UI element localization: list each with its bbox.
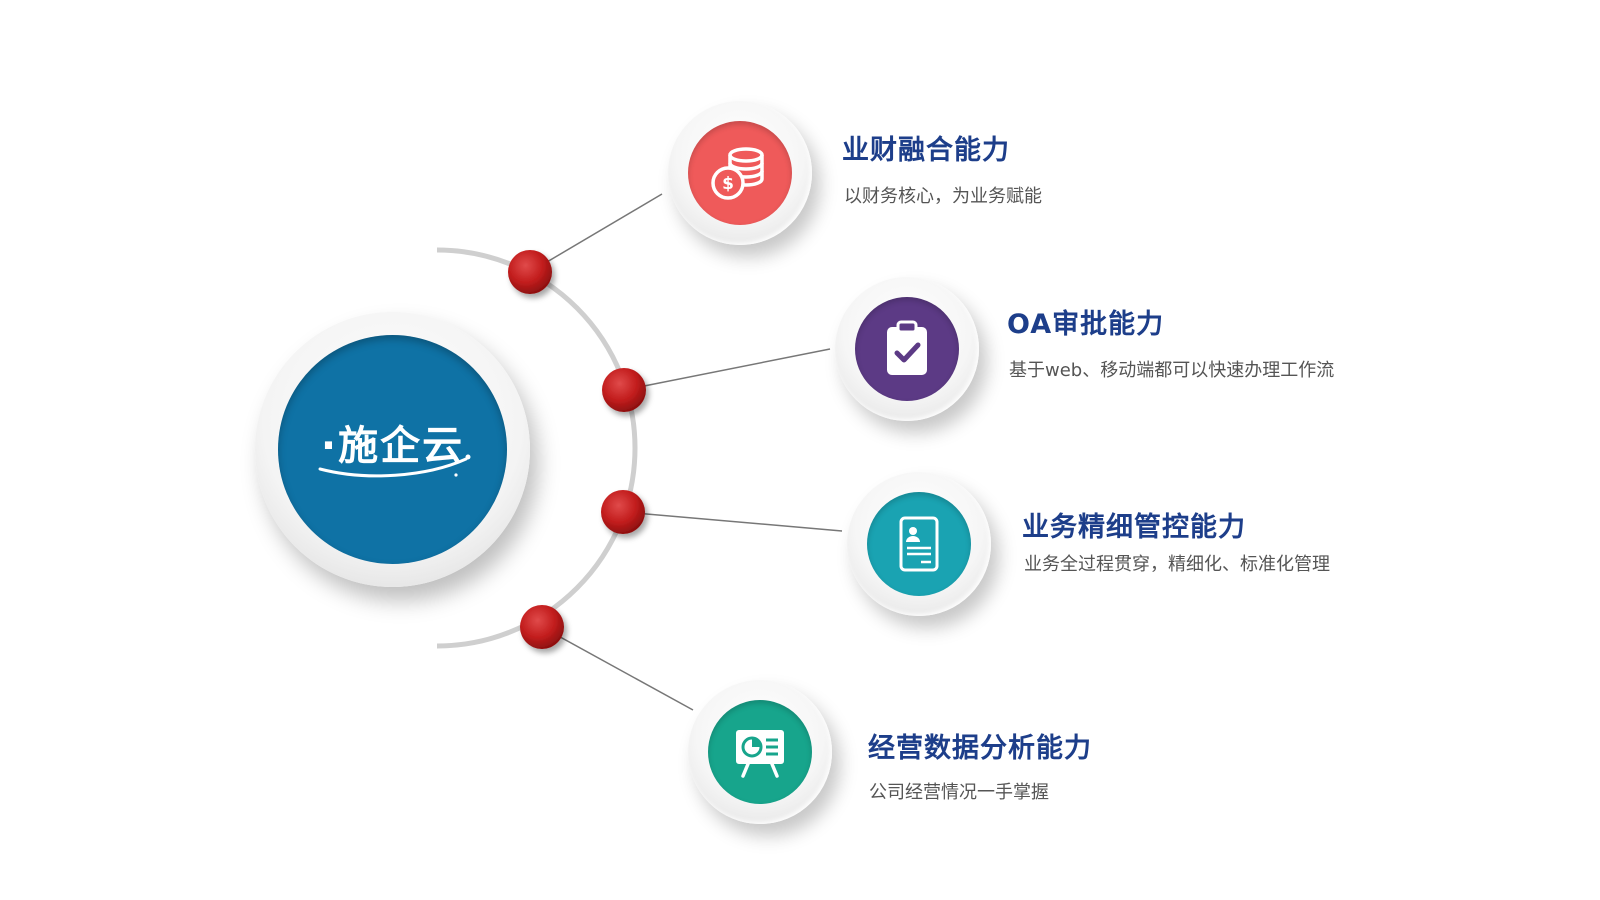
- capability-title-4: 经营数据分析能力: [868, 733, 1092, 764]
- capability-badge-1: $: [668, 101, 812, 245]
- clipboard-check-icon: [887, 320, 927, 375]
- connector-line-1: [529, 193, 663, 273]
- capability-title-1: 业财融合能力: [842, 135, 1010, 166]
- capability-badge-3: [847, 472, 991, 616]
- capability-badge-4: [688, 680, 832, 824]
- hub-core: ·施企云: [278, 335, 507, 564]
- node-dot-2: [602, 368, 646, 412]
- badge-core-1: $: [688, 121, 792, 225]
- capability-title-3: 业务精细管控能力: [1022, 512, 1246, 543]
- capability-desc-1: 以财务核心，为业务赋能: [844, 186, 1042, 207]
- badge-core-4: [708, 700, 812, 804]
- capability-title-2: OA审批能力: [1007, 309, 1165, 340]
- capability-desc-2: 基于web、移动端都可以快速办理工作流: [1009, 360, 1335, 381]
- connector-line-4: [541, 626, 694, 711]
- brand-logo-text: ·施企云: [320, 423, 465, 469]
- node-dot-4: [520, 605, 564, 649]
- node-dot-1: [508, 250, 552, 294]
- badge-core-2: [855, 297, 959, 401]
- brand-swoosh-icon: [318, 454, 471, 478]
- node-dot-3: [601, 490, 645, 534]
- presentation-chart-icon: [736, 730, 784, 778]
- connector-line-3: [622, 511, 843, 532]
- capability-badge-2: [835, 277, 979, 421]
- capability-desc-4: 公司经营情况一手掌握: [869, 782, 1049, 803]
- badge-core-3: [867, 492, 971, 596]
- document-user-icon: [899, 516, 939, 572]
- connector-line-2: [623, 348, 831, 391]
- coins-icon: $: [711, 147, 764, 200]
- svg-text:$: $: [722, 174, 734, 194]
- hub-circle: ·施企云: [255, 312, 530, 587]
- capability-desc-3: 业务全过程贯穿，精细化、标准化管理: [1024, 554, 1330, 575]
